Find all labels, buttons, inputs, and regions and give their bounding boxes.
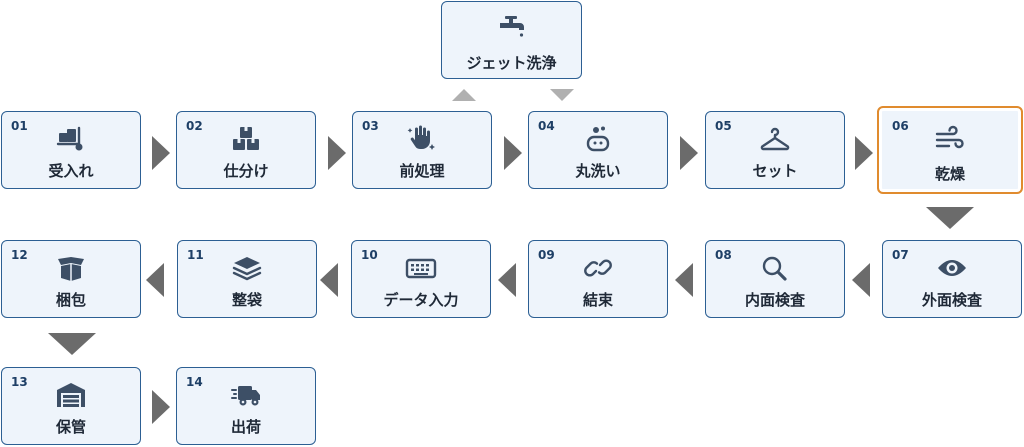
step-number: 07 — [892, 248, 909, 262]
step-number: 10 — [361, 248, 378, 262]
arrow-down — [48, 333, 96, 355]
eye-icon — [934, 253, 970, 283]
arrow-from-jet-wash — [550, 89, 574, 101]
link-icon — [580, 253, 616, 283]
step-03[interactable]: 03 前処理 — [352, 111, 492, 189]
hand-sparkles-icon — [404, 124, 440, 154]
step-number: 03 — [362, 119, 379, 133]
arrow-down — [926, 207, 974, 229]
warehouse-icon — [53, 380, 89, 410]
step-number: 04 — [538, 119, 555, 133]
step-07[interactable]: 07 外面検査 — [882, 240, 1022, 318]
step-label: 丸洗い — [575, 162, 621, 180]
step-number: 06 — [892, 119, 909, 133]
box-open-icon — [53, 253, 89, 283]
dolly-icon — [53, 124, 89, 154]
step-number: 11 — [187, 248, 204, 262]
step-number: 01 — [11, 119, 28, 133]
arrow-left — [320, 263, 338, 297]
step-label: 受入れ — [48, 162, 94, 180]
step-12[interactable]: 12 梱包 — [1, 240, 141, 318]
step-06[interactable]: 06 乾燥 — [877, 106, 1023, 194]
step-label: 外面検査 — [921, 291, 982, 309]
step-label: 仕分け — [223, 162, 269, 180]
magnifier-icon — [757, 253, 793, 283]
arrow-right — [504, 136, 522, 170]
arrow-right — [855, 136, 873, 170]
boxes-icon — [228, 124, 264, 154]
soap-icon — [580, 124, 616, 154]
step-label: 整袋 — [231, 291, 262, 309]
hanger-icon — [757, 124, 793, 154]
step-10[interactable]: 10 データ入力 — [351, 240, 491, 318]
arrow-left — [146, 263, 164, 297]
step-01[interactable]: 01 受入れ — [1, 111, 141, 189]
step-number: 09 — [538, 248, 555, 262]
step-number: 12 — [11, 248, 28, 262]
step-number: 08 — [715, 248, 732, 262]
faucet-icon — [494, 12, 530, 42]
arrow-left — [498, 263, 516, 297]
arrow-left — [852, 263, 870, 297]
step-number: 05 — [715, 119, 732, 133]
step-label: 結束 — [582, 291, 613, 309]
arrow-right — [152, 390, 170, 424]
arrow-right — [328, 136, 346, 170]
step-jet-wash[interactable]: ジェット洗浄 — [441, 1, 582, 79]
step-13[interactable]: 13 保管 — [1, 367, 141, 445]
arrow-left — [675, 263, 693, 297]
step-label: データ入力 — [383, 291, 459, 309]
step-number: 02 — [186, 119, 203, 133]
arrow-right — [680, 136, 698, 170]
step-04[interactable]: 04 丸洗い — [528, 111, 668, 189]
keyboard-icon — [403, 253, 439, 283]
wind-icon — [932, 124, 968, 154]
step-label: 梱包 — [55, 291, 86, 309]
step-09[interactable]: 09 結束 — [528, 240, 668, 318]
step-02[interactable]: 02 仕分け — [176, 111, 316, 189]
truck-fast-icon — [228, 380, 264, 410]
step-08[interactable]: 08 内面検査 — [705, 240, 845, 318]
step-label: 出荷 — [230, 418, 261, 436]
step-number: 13 — [11, 375, 28, 389]
step-14[interactable]: 14 出荷 — [176, 367, 316, 445]
step-11[interactable]: 11 整袋 — [177, 240, 317, 318]
layers-icon — [229, 253, 265, 283]
step-label: 乾燥 — [934, 165, 965, 183]
step-05[interactable]: 05 セット — [705, 111, 845, 189]
arrow-right — [152, 136, 170, 170]
step-label: 前処理 — [399, 162, 445, 180]
step-label: ジェット洗浄 — [466, 54, 557, 72]
arrow-to-jet-wash — [452, 89, 476, 101]
step-label: 内面検査 — [744, 291, 805, 309]
step-label: セット — [752, 162, 798, 180]
step-label: 保管 — [55, 418, 86, 436]
step-number: 14 — [186, 375, 203, 389]
